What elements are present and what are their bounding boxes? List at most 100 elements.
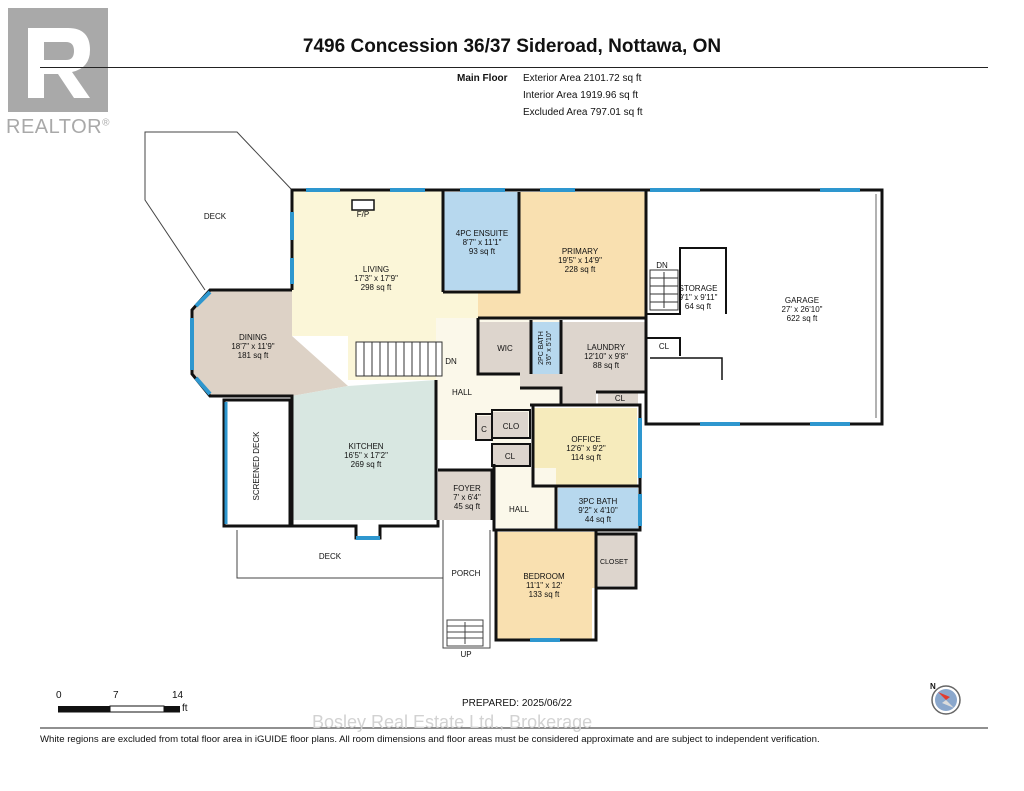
bath3-dims: 9'2" x 4'10" <box>578 506 618 515</box>
room-laundry <box>520 322 646 405</box>
garage-area: 622 sq ft <box>787 314 818 323</box>
office-dims: 12'6" x 9'2" <box>566 444 606 453</box>
room-kitchen <box>292 380 436 520</box>
label-deck-top: DECK <box>204 212 227 221</box>
dining-name: DINING <box>239 333 267 342</box>
ensuite-dims: 8'7" x 11'1" <box>463 238 502 247</box>
room-foyer <box>438 470 492 520</box>
interior-area: Interior Area 1919.96 sq ft <box>523 90 639 101</box>
excluded-area: Excluded Area 797.01 sq ft <box>523 107 643 118</box>
room-cl-foyer <box>492 444 530 466</box>
primary-dims: 19'5" x 14'9" <box>558 256 602 265</box>
label-cl-laundry: CL <box>615 394 626 403</box>
dining-dims: 18'7" x 11'9" <box>231 342 274 351</box>
prepared-date: PREPARED: 2025/06/22 <box>462 698 572 709</box>
room-wic <box>478 322 530 374</box>
room-cl-laundry <box>598 390 638 406</box>
label-c: C <box>481 425 487 434</box>
scale-bar <box>58 705 180 713</box>
laundry-area: 88 sq ft <box>593 361 620 370</box>
garage-dims: 27' x 26'10" <box>781 305 822 314</box>
room-ensuite <box>443 192 519 290</box>
realtor-wordmark: REALTOR® <box>6 116 110 138</box>
garage-name: GARAGE <box>785 296 819 305</box>
garage-staircase <box>649 269 679 311</box>
fireplace <box>351 199 375 211</box>
bath3-name: 3PC BATH <box>579 497 618 506</box>
kitchen-name: KITCHEN <box>348 442 383 451</box>
storage-name: STORAGE <box>679 284 718 293</box>
screened-deck <box>222 398 292 528</box>
living-dims: 17'3" x 17'9" <box>354 274 398 283</box>
bath3-area: 44 sq ft <box>585 515 612 524</box>
room-cl-a <box>476 416 492 440</box>
room-bath2 <box>531 322 561 374</box>
dining-area: 181 sq ft <box>238 351 269 360</box>
label-cl-garage: CL <box>659 342 670 351</box>
room-bedroom <box>496 532 596 640</box>
laundry-name: LAUNDRY <box>587 343 626 352</box>
label-clo: CLO <box>503 422 519 431</box>
label-porch: PORCH <box>452 569 481 578</box>
bedroom-dims: 11'1" x 12' <box>526 581 562 590</box>
primary-area: 228 sq ft <box>565 265 596 274</box>
compass-icon: N <box>930 682 961 715</box>
header-rule <box>40 67 988 68</box>
label-screened-deck: SCREENED DECK <box>252 431 261 501</box>
label-closet: CLOSET <box>600 559 629 566</box>
label-deck-bottom: DECK <box>319 552 342 561</box>
deck-top <box>144 131 293 291</box>
label-cl-foyer: CL <box>505 452 516 461</box>
storage-area: 64 sq ft <box>685 302 712 311</box>
compass-label: N <box>930 682 936 691</box>
label-dn-stair: DN <box>445 357 457 366</box>
main-staircase <box>355 341 443 377</box>
label-dn-garage: DN <box>656 261 668 270</box>
label-wic: WIC <box>497 344 513 353</box>
disclaimer: White regions are excluded from total fl… <box>40 734 820 745</box>
scale-unit: ft <box>182 703 188 714</box>
living-name: LIVING <box>363 265 389 274</box>
exterior-area: Exterior Area 2101.72 sq ft <box>523 73 642 84</box>
office-area: 114 sq ft <box>571 453 602 462</box>
bath2-name: 2PC BATH <box>538 331 545 365</box>
scale-tick-0: 0 <box>56 690 62 701</box>
walls <box>190 188 884 642</box>
laundry-dims: 12'10" x 9'8" <box>584 352 628 361</box>
room-closet <box>596 534 636 586</box>
room-living <box>292 190 478 380</box>
scale-tick-7: 7 <box>113 690 119 701</box>
room-clo <box>492 412 528 438</box>
living-area: 298 sq ft <box>361 283 392 292</box>
kitchen-area: 269 sq ft <box>351 460 382 469</box>
label-hall: HALL <box>452 388 473 397</box>
storage-dims: 9'1" x 9'11" <box>679 293 718 302</box>
room-hall-small <box>496 468 556 528</box>
realtor-logo <box>8 8 108 112</box>
label-up: UP <box>460 650 471 659</box>
floor-label: Main Floor <box>457 73 508 84</box>
scale-tick-14: 14 <box>172 690 184 701</box>
room-bath3 <box>558 488 638 530</box>
kitchen-dims: 16'5" x 17'2" <box>344 451 388 460</box>
windows <box>190 188 860 642</box>
ensuite-area: 93 sq ft <box>469 247 496 256</box>
deck-bottom <box>236 530 443 579</box>
office-name: OFFICE <box>571 435 600 444</box>
bedroom-area: 133 sq ft <box>529 590 560 599</box>
primary-name: PRIMARY <box>562 247 599 256</box>
ensuite-name: 4PC ENSUITE <box>456 229 508 238</box>
room-labels: 4PC ENSUITE 8'7" x 11'1" 93 sq ft PRIMAR… <box>231 229 822 599</box>
foyer-name: FOYER <box>453 484 481 493</box>
page-title: 7496 Concession 36/37 Sideroad, Nottawa,… <box>302 36 722 57</box>
foyer-area: 45 sq ft <box>454 502 481 511</box>
room-dining <box>192 290 348 396</box>
bath2-dims: 3'6" x 5'10" <box>546 330 553 365</box>
brokerage-watermark: Bosley Real Estate Ltd., Brokerage <box>312 712 593 732</box>
label-hall-small: HALL <box>509 505 530 514</box>
bedroom-name: BEDROOM <box>523 572 565 581</box>
label-fp: F/P <box>357 210 369 219</box>
porch <box>442 520 491 649</box>
